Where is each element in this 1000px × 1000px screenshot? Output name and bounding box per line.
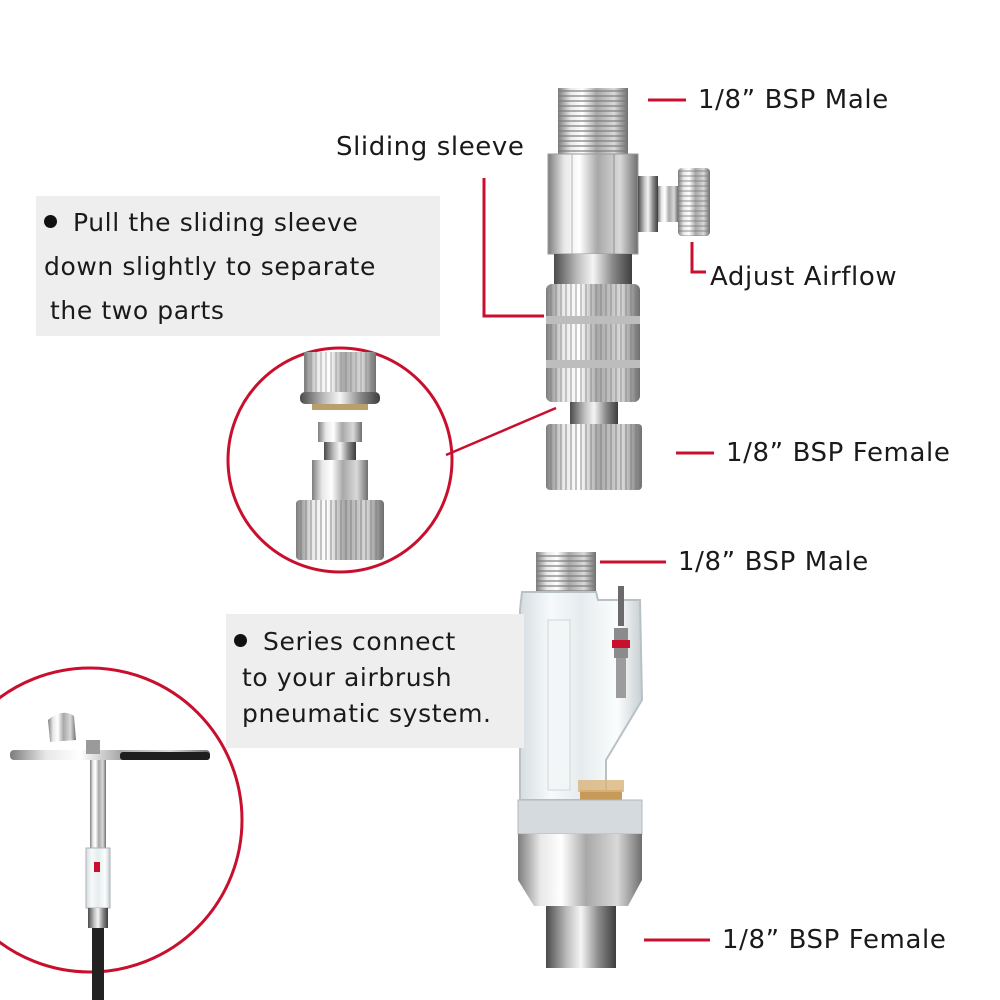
bullet-icon [234, 633, 247, 647]
leader-sliding-sleeve [482, 178, 544, 318]
moisture-trap-filter-icon [517, 552, 644, 968]
note-line: pneumatic system. [242, 699, 492, 728]
coupler-plug-detail-icon [296, 352, 384, 560]
airflow-valve-icon [638, 168, 710, 236]
leader-adjust-airflow [690, 242, 706, 274]
sliding-sleeve-label: Sliding sleeve [336, 132, 525, 162]
separate-parts-note: Pull the sliding sleeve down slightly to… [36, 196, 440, 336]
bullet-icon [44, 214, 57, 228]
quick-release-coupler-icon [546, 88, 642, 490]
series-connect-note: Series connect to your airbrush pneumati… [226, 614, 524, 748]
bsp-male-bottom-label: 1/8” BSP Male [678, 547, 869, 577]
note-line: Pull the sliding sleeve [73, 208, 359, 237]
adjust-airflow-label: Adjust Airflow [710, 262, 898, 292]
airbrush-icon [10, 712, 210, 1000]
bsp-female-top-label: 1/8” BSP Female [726, 438, 951, 468]
note-line: the two parts [50, 296, 225, 325]
note-line: to your airbrush [242, 663, 453, 692]
airbrush-circle [0, 666, 244, 974]
note-line: Series connect [263, 627, 456, 656]
bsp-female-bottom-label: 1/8” BSP Female [722, 925, 947, 955]
bsp-male-top-label: 1/8” BSP Male [698, 85, 889, 115]
note-line: down slightly to separate [44, 252, 376, 281]
leader-lines [482, 98, 714, 942]
zoom-connector-line [445, 406, 557, 457]
